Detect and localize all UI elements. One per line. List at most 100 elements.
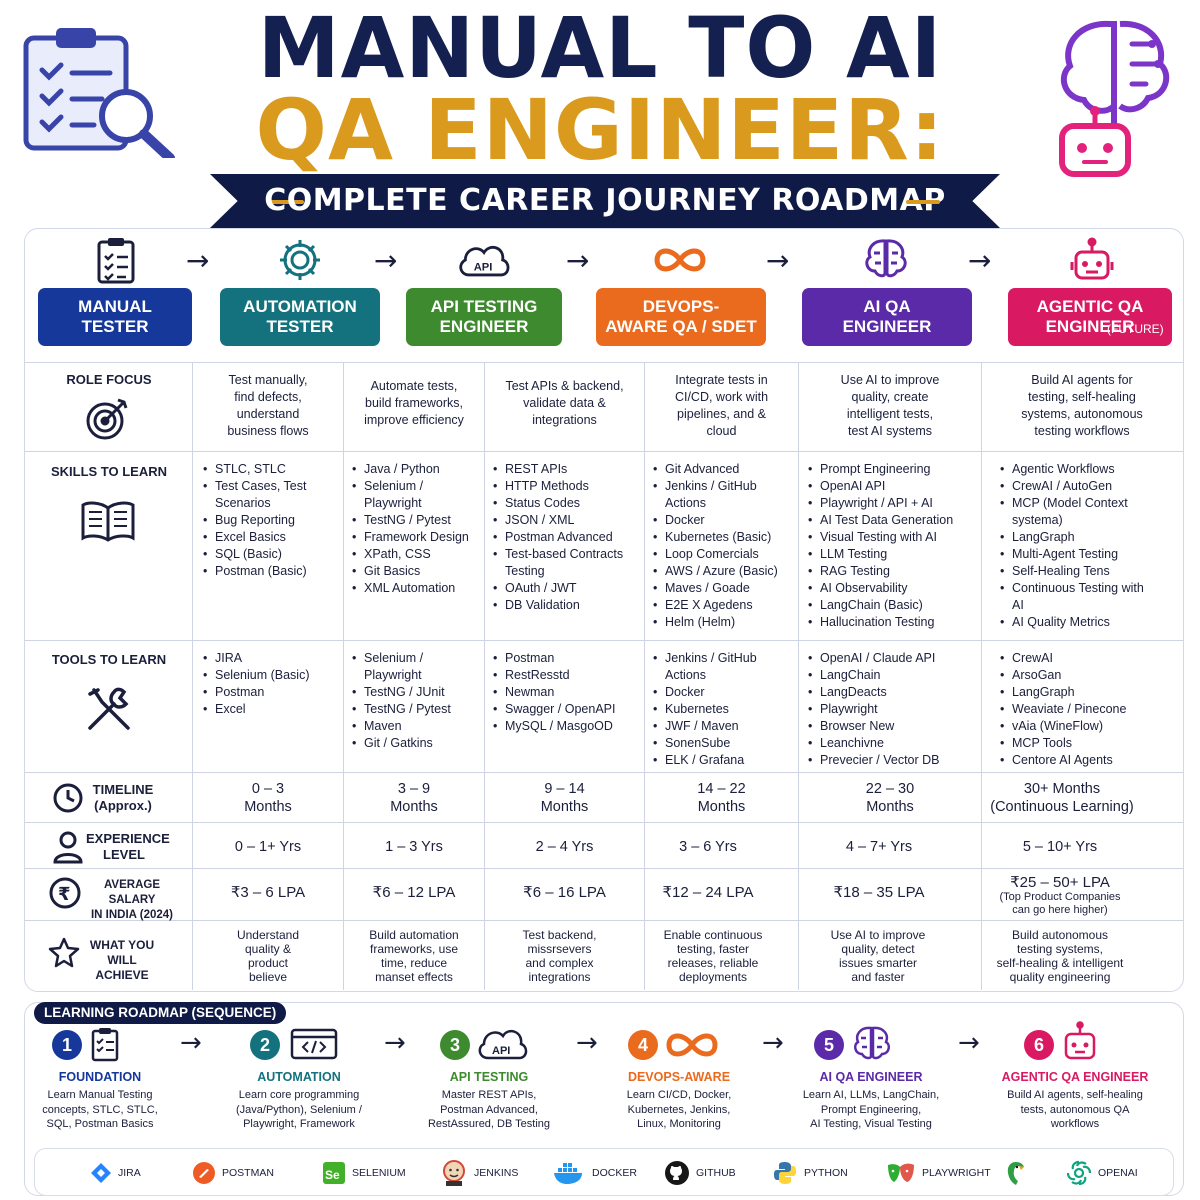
step-desc: Learn Manual Testing concepts, STLC, STL…	[42, 1089, 158, 1130]
skills-item: Visual Testing with AI	[808, 529, 980, 546]
tools-item: JWF / Maven	[653, 718, 783, 735]
tool-jenkins[interactable]: JENKINS	[440, 1160, 518, 1186]
timeline-cell: 0 – 3 Months	[244, 781, 292, 815]
tools-item: Docker	[653, 684, 783, 701]
skills-item: STLC, STLC	[203, 461, 339, 478]
tool-postman[interactable]: POSTMAN	[192, 1160, 274, 1186]
svg-text:Se: Se	[325, 1168, 340, 1182]
brain-icon	[853, 1026, 891, 1060]
tools-item: LangGraph	[1000, 684, 1175, 701]
stage-api-testing-engineer[interactable]: API TESTING ENGINEER	[406, 288, 562, 346]
tools-item: Maven	[352, 718, 477, 735]
tools-list: Jenkins / GitHub ActionsDockerKubernetes…	[653, 650, 783, 769]
skills-item: Test-based Contracts Testing	[493, 546, 643, 580]
salary-cell: ₹12 – 24 LPA	[662, 884, 754, 901]
skills-item: SQL (Basic)	[203, 546, 339, 563]
achieve-cell: Build autonomous testing systems, self-h…	[996, 928, 1124, 984]
clipboard-magnifier-icon	[23, 28, 175, 158]
tool-python[interactable]: PYTHON	[772, 1160, 848, 1186]
stage-ai-qa-engineer[interactable]: AI QA ENGINEER	[802, 288, 972, 346]
row-label-tools: TOOLS TO LEARN	[51, 652, 167, 667]
skills-item: AI Observability	[808, 580, 980, 597]
tools-item: Weaviate / Pinecone	[1000, 701, 1175, 718]
skills-item: XPath, CSS	[352, 546, 482, 563]
achieve-cell: Build automation frameworks, use time, r…	[369, 928, 459, 984]
tools-item: Browser New	[808, 718, 980, 735]
stage-devops-aware-qa[interactable]: DEVOPS- AWARE QA / SDET	[596, 288, 766, 346]
tools-item: Excel	[203, 701, 339, 718]
skills-item: Bug Reporting	[203, 512, 339, 529]
tools-item: Jenkins / GitHub Actions	[653, 650, 783, 684]
step-title: AI QA ENGINEER	[819, 1070, 923, 1084]
skills-item: DB Validation	[493, 597, 643, 614]
tool-label: POSTMAN	[222, 1166, 274, 1179]
col-divider	[484, 362, 485, 990]
tools-item: Postman	[203, 684, 339, 701]
skills-item: RAG Testing	[808, 563, 980, 580]
subtitle: COMPLETE CAREER JOURNEY ROADMAP	[264, 183, 946, 218]
stage-manual-tester[interactable]: MANUAL TESTER	[38, 288, 192, 346]
tool-label: SELENIUM	[352, 1166, 406, 1179]
tools-item: Selenium / Playwright	[352, 650, 477, 684]
step-desc: Learn CI/CD, Docker, Kubernetes, Jenkins…	[626, 1089, 732, 1130]
banner-dash-right	[906, 200, 940, 204]
step-number: 6	[1024, 1030, 1054, 1060]
tool-openai[interactable]: OPENAI	[1066, 1160, 1138, 1186]
postman-icon	[193, 1162, 215, 1184]
title-line-2: QA ENGINEER:	[255, 81, 945, 179]
skills-item: Loop Comercials	[653, 546, 797, 563]
tool-label: JENKINS	[474, 1166, 519, 1179]
row-divider	[25, 920, 1183, 921]
stage-automation-tester[interactable]: AUTOMATION TESTER	[220, 288, 380, 346]
tool-selenium[interactable]: Se SELENIUM	[322, 1160, 406, 1186]
arrow-icon: →	[384, 1028, 406, 1058]
infinity-icon	[666, 1033, 718, 1057]
timeline-cell: 3 – 9 Months	[390, 781, 438, 815]
skills-item: Multi-Agent Testing	[1000, 546, 1150, 563]
skills-item: OAuth / JWT	[493, 580, 643, 597]
row-label-experience: EXPERIENCE LEVEL	[86, 831, 170, 862]
tool-label: JIRA	[118, 1166, 141, 1179]
step-number: 3	[440, 1030, 470, 1060]
target-icon	[86, 398, 128, 440]
tools-list: OpenAI / Claude APILangChainLangDeactsPl…	[808, 650, 980, 769]
role-focus-cell: Test manually, find defects, understand …	[227, 373, 309, 438]
step-number: 4	[628, 1030, 658, 1060]
col-divider	[343, 362, 344, 990]
tools-item: Postman	[493, 650, 643, 667]
arrow-icon: →	[180, 1028, 202, 1058]
stage-agentic-qa-engineer[interactable]: AGENTIC QA ENGINEER	[1008, 288, 1172, 346]
step-title: API TESTING	[449, 1070, 529, 1084]
tool-github[interactable]: GITHUB	[664, 1160, 736, 1186]
skills-item: AI Quality Metrics	[1000, 614, 1150, 631]
tools-item: LangDeacts	[808, 684, 980, 701]
arrow-icon: →	[576, 1028, 598, 1058]
tools-item: CrewAI	[1000, 650, 1175, 667]
salary-cell: ₹6 – 16 LPA	[523, 884, 606, 901]
skills-item: Status Codes	[493, 495, 643, 512]
tools-item: TestNG / Pytest	[352, 701, 477, 718]
skills-list: Git AdvancedJenkins / GitHub ActionsDock…	[653, 461, 797, 631]
skills-item: Hallucination Testing	[808, 614, 980, 631]
achieve-cell: Understand quality & product believe	[236, 928, 300, 984]
skills-item: Maves / Goade	[653, 580, 797, 597]
role-focus-cell: Automate tests, build frameworks, improv…	[364, 379, 464, 427]
tool-playwright[interactable]: PLAYWRIGHT	[886, 1160, 991, 1186]
tool-parrot[interactable]	[1002, 1160, 1034, 1186]
rupee-icon: ₹	[49, 877, 81, 909]
tool-jira[interactable]: JIRA	[90, 1160, 141, 1186]
row-label-skills: SKILLS TO LEARN	[50, 464, 168, 479]
skills-item: Self-Healing Tens	[1000, 563, 1150, 580]
skills-item: XML Automation	[352, 580, 482, 597]
skills-item: Prompt Engineering	[808, 461, 980, 478]
docker-icon	[554, 1163, 582, 1184]
skills-list: Prompt EngineeringOpenAI APIPlaywright /…	[808, 461, 980, 631]
row-label-achieve: WHAT YOU WILL ACHIEVE	[89, 938, 155, 982]
skills-item: LangGraph	[1000, 529, 1150, 546]
tool-docker[interactable]: DOCKER	[552, 1160, 637, 1186]
row-label-role-focus: ROLE FOCUS	[66, 372, 152, 387]
step-title: AUTOMATION	[257, 1070, 341, 1084]
skills-item: Excel Basics	[203, 529, 339, 546]
tools-item: Git / Gatkins	[352, 735, 477, 752]
experience-cell: 0 – 1+ Yrs	[234, 839, 302, 855]
